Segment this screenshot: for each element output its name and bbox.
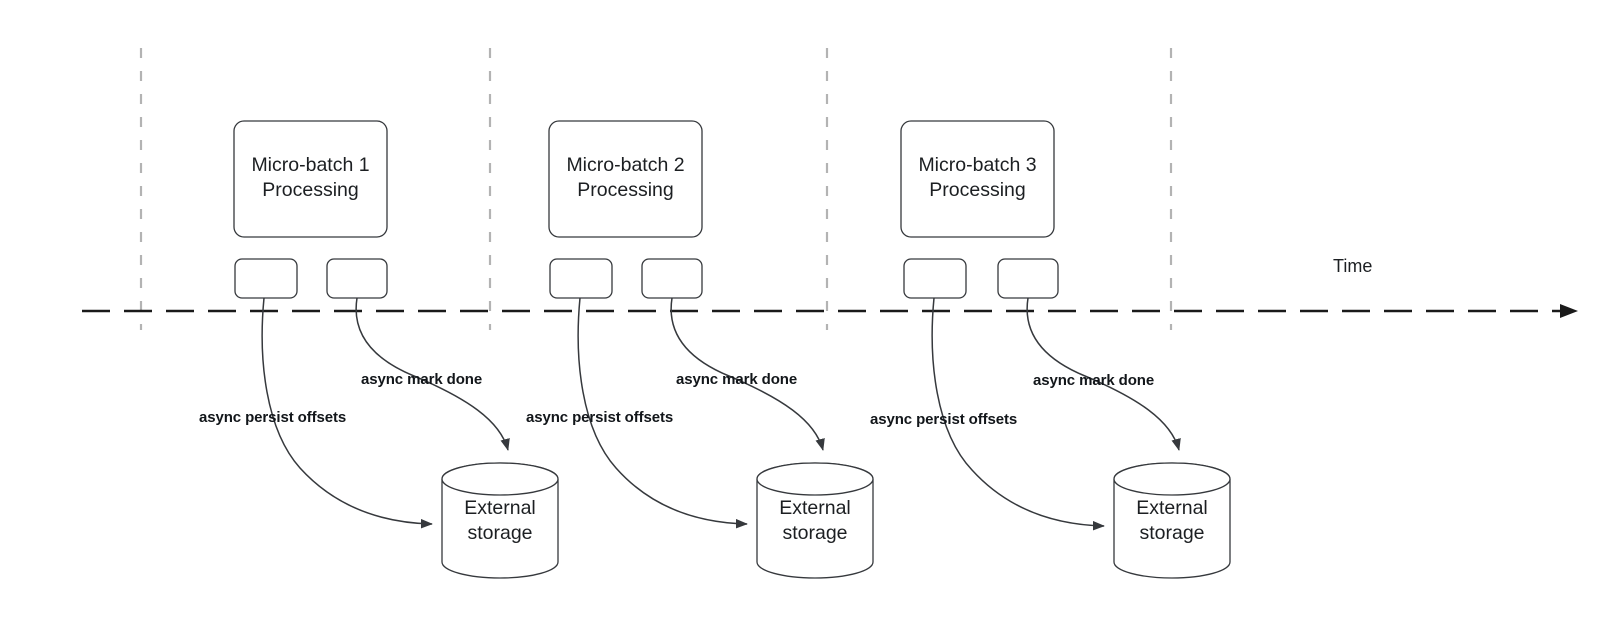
storage-cylinder-top-3 xyxy=(1113,462,1231,496)
task-box-1-2[interactable] xyxy=(326,258,388,299)
time-axis xyxy=(82,304,1578,318)
diagram-shapes xyxy=(233,120,1231,579)
task-box-3-1[interactable] xyxy=(903,258,967,299)
batch-boundary-guides xyxy=(139,48,1173,330)
diagram-connectors xyxy=(261,297,1181,531)
connector-label-async-persist-offsets-1: async persist offsets xyxy=(199,409,347,426)
connector-async-persist-offsets-1 xyxy=(261,297,433,529)
storage-label-2: External storage xyxy=(779,496,851,544)
microbatch-box-3[interactable] xyxy=(900,120,1055,238)
time-axis-arrowhead xyxy=(1560,304,1578,318)
task-box-1-1[interactable] xyxy=(234,258,298,299)
connector-label-async-persist-offsets-2: async persist offsets xyxy=(526,409,674,426)
storage-label-1: External storage xyxy=(464,496,536,544)
connector-label-async-mark-done-3: async mark done xyxy=(1033,372,1155,389)
connector-async-mark-done-1 xyxy=(355,297,510,451)
storage-cylinder-top-2 xyxy=(756,462,874,496)
connector-label-async-persist-offsets-3: async persist offsets xyxy=(870,411,1018,428)
connector-async-mark-done-3 xyxy=(1026,297,1181,451)
connector-label-async-mark-done-1: async mark done xyxy=(361,371,483,388)
task-box-2-2[interactable] xyxy=(641,258,703,299)
connector-label-async-mark-done-2: async mark done xyxy=(676,371,798,388)
connector-async-mark-done-2 xyxy=(670,297,825,451)
connector-async-persist-offsets-2 xyxy=(577,297,748,529)
microbatch-box-2[interactable] xyxy=(548,120,703,238)
microbatch-box-1[interactable] xyxy=(233,120,388,238)
task-box-2-1[interactable] xyxy=(549,258,613,299)
storage-label-3: External storage xyxy=(1136,496,1208,544)
connector-async-persist-offsets-3 xyxy=(931,297,1105,531)
task-box-3-2[interactable] xyxy=(997,258,1059,299)
time-axis-label: Time xyxy=(1333,256,1373,276)
storage-cylinder-top-1 xyxy=(441,462,559,496)
